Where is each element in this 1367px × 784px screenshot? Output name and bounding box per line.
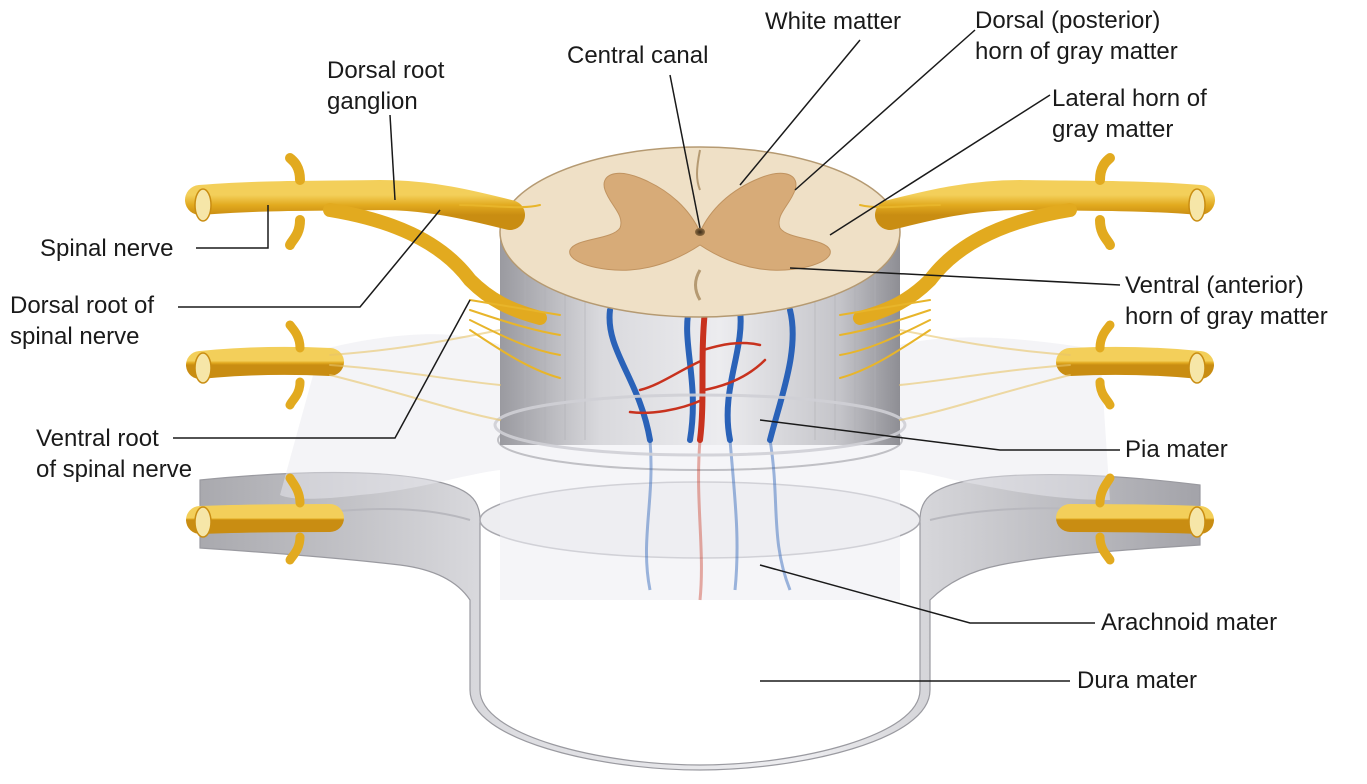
nerve-cut-end: [1189, 353, 1205, 383]
nerve-cut-end: [1189, 189, 1205, 221]
nerve-cut-end: [195, 353, 211, 383]
label-dura-mater: Dura mater: [1077, 665, 1197, 696]
label-white-matter: White matter: [765, 6, 901, 37]
central-canal: [695, 228, 705, 236]
nerve-cut-end: [195, 507, 211, 537]
label-lateral-horn: Lateral horn of gray matter: [1052, 83, 1207, 145]
nerve-cut-end: [195, 189, 211, 221]
label-pia-mater: Pia mater: [1125, 434, 1228, 465]
label-arachnoid-mater: Arachnoid mater: [1101, 607, 1277, 638]
label-central-canal: Central canal: [567, 40, 708, 71]
label-spinal-nerve: Spinal nerve: [40, 233, 173, 264]
nerve-cut-end: [1189, 507, 1205, 537]
label-ventral-horn: Ventral (anterior) horn of gray matter: [1125, 270, 1328, 332]
label-dorsal-root-ganglion: Dorsal root ganglion: [327, 55, 444, 117]
label-dorsal-root: Dorsal root of spinal nerve: [10, 290, 154, 352]
spinal-nerve-upper-left: [195, 158, 540, 318]
leader-dorsal-horn: [795, 30, 975, 190]
label-ventral-root: Ventral root of spinal nerve: [36, 423, 192, 485]
label-dorsal-horn: Dorsal (posterior) horn of gray matter: [975, 5, 1178, 67]
